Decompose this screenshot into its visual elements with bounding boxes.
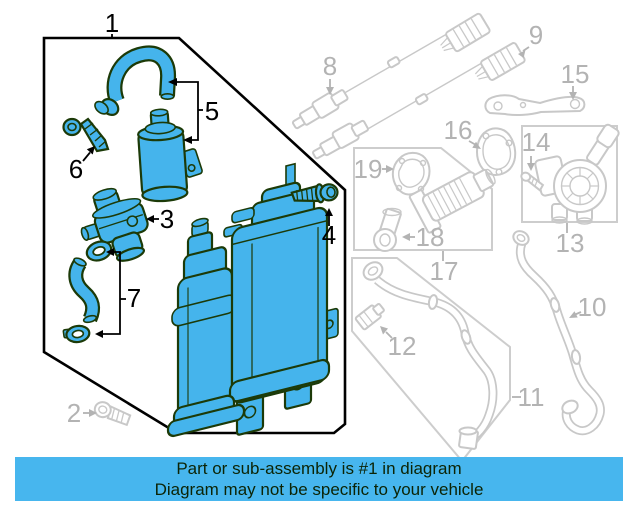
callout-14-arrow (527, 156, 535, 171)
callout-7[interactable]: 7 (127, 283, 141, 313)
part-5-hose[interactable] (93, 45, 177, 121)
part-19-gasket[interactable] (391, 151, 431, 196)
group-17-valve[interactable] (408, 157, 503, 234)
part-2-screw[interactable] (93, 400, 132, 427)
callout-2-arrow (83, 409, 97, 417)
callout-18-arrow (402, 233, 415, 241)
part-8-sensor[interactable] (289, 12, 491, 133)
callout-3[interactable]: 3 (160, 204, 174, 234)
part-7-hose[interactable] (68, 257, 101, 324)
callout-10[interactable]: 10 (578, 292, 607, 322)
callout-16[interactable]: 16 (444, 115, 473, 145)
part-11-hose[interactable] (360, 259, 498, 450)
callout-11[interactable]: 11 (518, 382, 545, 412)
callout-2[interactable]: 2 (67, 398, 81, 428)
callout-12-arrow (380, 326, 393, 339)
callout-3-arrow (146, 215, 159, 223)
diagram-notice-banner: Part or sub-assembly is #1 in diagram Di… (15, 457, 623, 501)
callout-10-arrow (569, 311, 582, 318)
callout-18[interactable]: 18 (416, 222, 445, 252)
part-15-bracket[interactable] (484, 94, 586, 117)
part-3-valve[interactable] (71, 180, 157, 271)
part-4-screw[interactable] (290, 183, 339, 206)
callout-9-arrow (518, 46, 530, 58)
callout-6[interactable]: 6 (69, 154, 83, 184)
callout-7-bracket (95, 248, 126, 338)
part-14-screw[interactable] (519, 171, 545, 192)
callout-19-arrow (382, 165, 394, 173)
callout-9[interactable]: 9 (529, 20, 543, 50)
part-5-filter[interactable] (137, 107, 205, 203)
callout-15[interactable]: 15 (561, 59, 590, 89)
callout-1[interactable]: 1 (105, 8, 119, 38)
callout-16-arrow (468, 140, 481, 149)
part-18-elbow[interactable] (373, 207, 402, 252)
part-1-canister[interactable] (166, 153, 339, 452)
part-10-hose[interactable] (511, 228, 605, 436)
callout-19[interactable]: 19 (354, 154, 383, 184)
banner-line-1: Part or sub-assembly is #1 in diagram (176, 459, 462, 478)
callout-5[interactable]: 5 (205, 96, 219, 126)
callout-6-arrow (82, 146, 95, 162)
callout-8[interactable]: 8 (323, 51, 337, 81)
callout-4-arrow (325, 208, 333, 226)
callout-17[interactable]: 17 (430, 256, 459, 286)
part-12-sensor[interactable] (354, 301, 386, 331)
callout-12[interactable]: 12 (388, 331, 417, 361)
banner-line-2: Diagram may not be specific to your vehi… (154, 480, 484, 499)
callout-15-arrow (569, 86, 577, 100)
part-13-pump[interactable] (534, 123, 621, 225)
callout-5-bracket (168, 78, 203, 144)
part-16-gasket[interactable] (475, 127, 517, 176)
callout-13[interactable]: 13 (556, 228, 585, 258)
callout-14[interactable]: 14 (522, 127, 551, 157)
part-9-sensor[interactable] (309, 42, 526, 162)
part-7-clamp[interactable] (62, 324, 91, 344)
group-11-box (351, 257, 511, 463)
callout-8-arrow (326, 79, 334, 95)
callout-4[interactable]: 4 (322, 220, 336, 250)
part-7-ring[interactable] (84, 238, 114, 263)
